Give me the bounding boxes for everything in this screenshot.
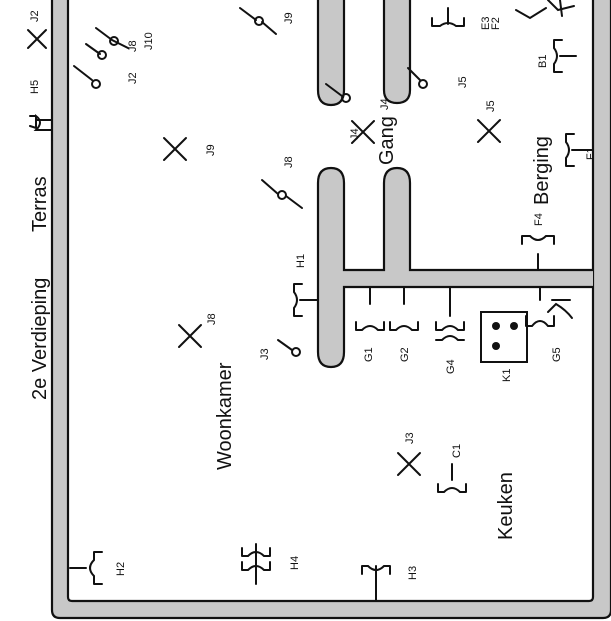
partition-upper-left: [318, 0, 344, 105]
svg-text:E3: E3: [480, 17, 492, 30]
room-verdieping: 2e Verdieping: [29, 278, 51, 400]
outlet-G4: G4: [435, 287, 465, 374]
svg-text:G1: G1: [363, 347, 375, 362]
switch-J3: J3: [259, 339, 301, 360]
walls: [50, 0, 611, 620]
outlet-F1: F1: [565, 133, 597, 167]
outlet-H5: H5: [29, 80, 53, 141]
svg-text:G2: G2: [399, 347, 411, 362]
outlet-H3: H3: [361, 565, 419, 601]
box-K1-dot: [492, 322, 500, 330]
room-keuken: Keuken: [495, 472, 517, 540]
svg-text:J8: J8: [206, 313, 218, 325]
svg-text:J3: J3: [259, 348, 271, 360]
svg-text:H5: H5: [29, 80, 41, 94]
svg-text:B1: B1: [537, 55, 549, 68]
box-K1-dot: [510, 322, 518, 330]
room-berging: Berging: [531, 136, 553, 205]
svg-text:H3: H3: [407, 566, 419, 580]
svg-text:J5: J5: [457, 76, 469, 88]
outlet-C1: C1: [437, 444, 467, 493]
svg-text:J2: J2: [127, 72, 139, 84]
room-gang: Gang: [376, 116, 398, 165]
svg-text:K1: K1: [501, 369, 513, 382]
outlet-G1: G1: [355, 287, 385, 362]
switch-J4-left: J4: [325, 83, 361, 140]
svg-text:F1: F1: [585, 147, 597, 160]
svg-text:J10: J10: [143, 32, 155, 50]
svg-text:J2: J2: [29, 10, 41, 22]
room-woonkamer: Woonkamer: [214, 362, 236, 470]
room-labels: 2e Verdieping Terras Woonkamer Gang Berg…: [29, 116, 553, 540]
svg-text:J9: J9: [205, 144, 217, 156]
outlet-G2: G2: [389, 287, 419, 362]
switches: J9 J10 J8 J2 J4 J5 J8: [73, 7, 469, 360]
lamp-J9: J9: [163, 137, 217, 161]
svg-text:J5: J5: [485, 100, 497, 112]
switch-J10-cluster: J10 J8 J2: [73, 27, 155, 89]
svg-text:J4: J4: [349, 128, 361, 140]
lamp-J5: J5: [477, 100, 501, 143]
svg-text:C1: C1: [451, 444, 463, 458]
svg-text:J9: J9: [283, 12, 295, 24]
svg-text:H1: H1: [295, 254, 307, 268]
lamps: J2 J9 J4 J5 J8 J3: [27, 10, 501, 476]
svg-text:J3: J3: [404, 432, 416, 444]
outlet-B1: B1: [537, 39, 577, 73]
switch-J5: J5: [407, 67, 469, 89]
outlet-H1: H1: [293, 254, 319, 317]
partition-hall-left: [318, 168, 593, 367]
outlet-H4: H4: [241, 543, 301, 585]
svg-text:H2: H2: [115, 562, 127, 576]
lamp-J2: J2: [27, 10, 47, 49]
svg-text:G4: G4: [445, 359, 457, 374]
svg-text:F4: F4: [533, 213, 545, 226]
svg-text:J4: J4: [379, 98, 391, 110]
outlet-F4: F4: [521, 213, 555, 271]
room-terras: Terras: [29, 176, 51, 232]
switch-J9-top: J9: [239, 7, 295, 35]
svg-text:J8: J8: [127, 40, 139, 52]
box-K1: K1: [480, 311, 528, 382]
outlet-G5: G5: [525, 287, 573, 362]
svg-text:H4: H4: [289, 556, 301, 570]
svg-text:J8: J8: [283, 156, 295, 168]
lamp-J4: J4: [351, 98, 391, 144]
box-K1-dot: [492, 342, 500, 350]
svg-text:F2: F2: [490, 17, 502, 30]
lamp-J8: J8: [178, 313, 218, 348]
lamp-J3: J3: [397, 432, 421, 476]
outlet-top-right: [515, 0, 575, 20]
switch-J8-hall: J8: [261, 156, 303, 209]
outlets: E3 F2 B1 H5 F1 F4: [29, 0, 597, 601]
outlet-E3: E3 F2: [431, 7, 502, 30]
outlet-H2: H2: [69, 551, 127, 585]
partition-upper-right: [384, 0, 410, 103]
svg-text:G5: G5: [551, 347, 563, 362]
